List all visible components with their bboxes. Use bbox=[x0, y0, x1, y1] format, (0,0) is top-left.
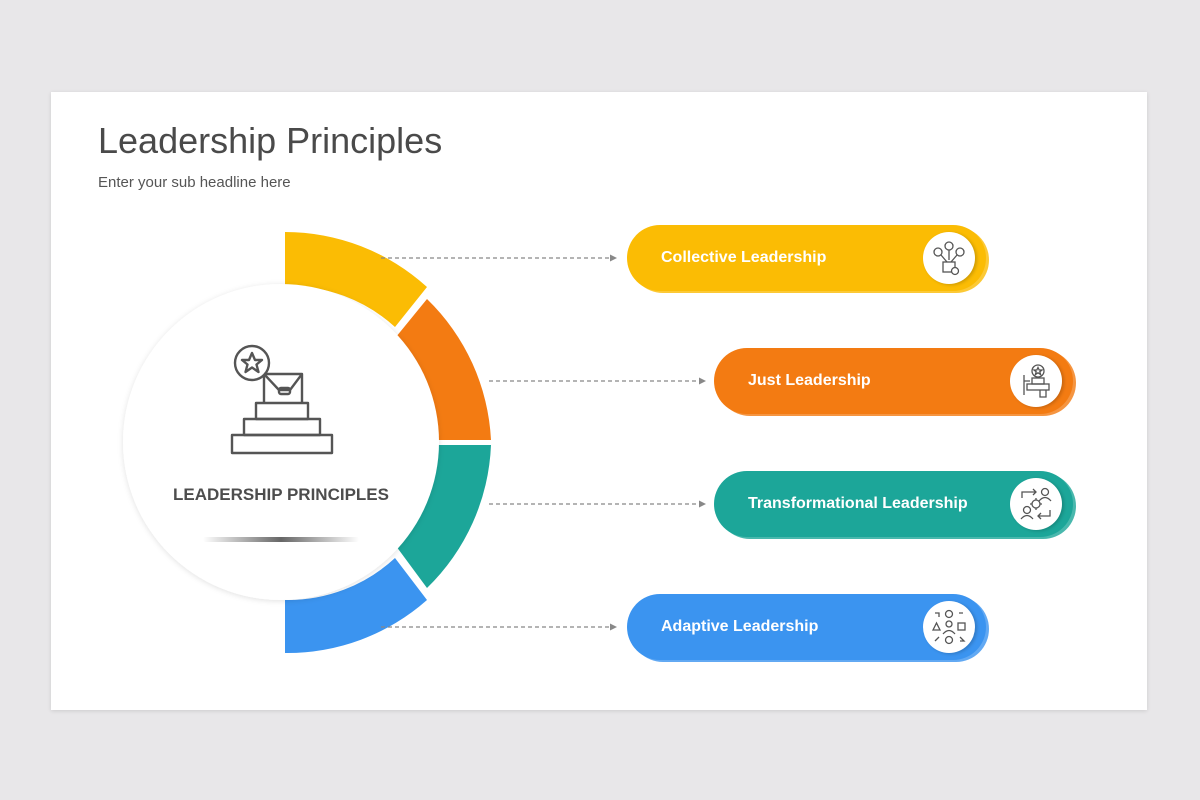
network-people-icon bbox=[923, 232, 975, 284]
ring-segment-adaptive bbox=[285, 558, 427, 654]
pill-label: Adaptive Leadership bbox=[661, 618, 819, 635]
center-underline-shadow bbox=[203, 537, 359, 542]
page-title: Leadership Principles bbox=[98, 120, 443, 161]
podium-star-icon bbox=[230, 344, 334, 455]
center-circle bbox=[123, 284, 439, 600]
award-podium-icon bbox=[1010, 355, 1062, 407]
slide: Leadership Principles Enter your sub hea… bbox=[51, 92, 1147, 710]
diagram-canvas bbox=[123, 232, 706, 654]
pill-label: Collective Leadership bbox=[661, 249, 827, 266]
people-gear-exchange-icon bbox=[1010, 478, 1062, 530]
ring-segment-transformational bbox=[396, 445, 491, 588]
connector-just-arrowhead bbox=[699, 377, 706, 385]
pill-adaptive-leadership: Adaptive Leadership bbox=[627, 594, 986, 660]
pill-collective-leadership: Collective Leadership bbox=[627, 225, 986, 291]
center-label: LEADERSHIP PRINCIPLES bbox=[172, 485, 389, 504]
connector-transformational-arrowhead bbox=[699, 500, 706, 508]
pill-transformational-leadership: Transformational Leadership bbox=[714, 471, 1073, 537]
connector-collective-arrowhead bbox=[610, 254, 617, 262]
ring-segment-just bbox=[396, 299, 491, 440]
pill-just-leadership: Just Leadership bbox=[714, 348, 1073, 414]
pill-label: Just Leadership bbox=[748, 372, 871, 389]
pill-label: Transformational Leadership bbox=[748, 495, 968, 512]
connector-adaptive-arrowhead bbox=[610, 623, 617, 631]
shapes-person-icon bbox=[923, 601, 975, 653]
page-subtitle: Enter your sub headline here bbox=[98, 174, 291, 191]
ring-segment-collective bbox=[285, 232, 427, 327]
